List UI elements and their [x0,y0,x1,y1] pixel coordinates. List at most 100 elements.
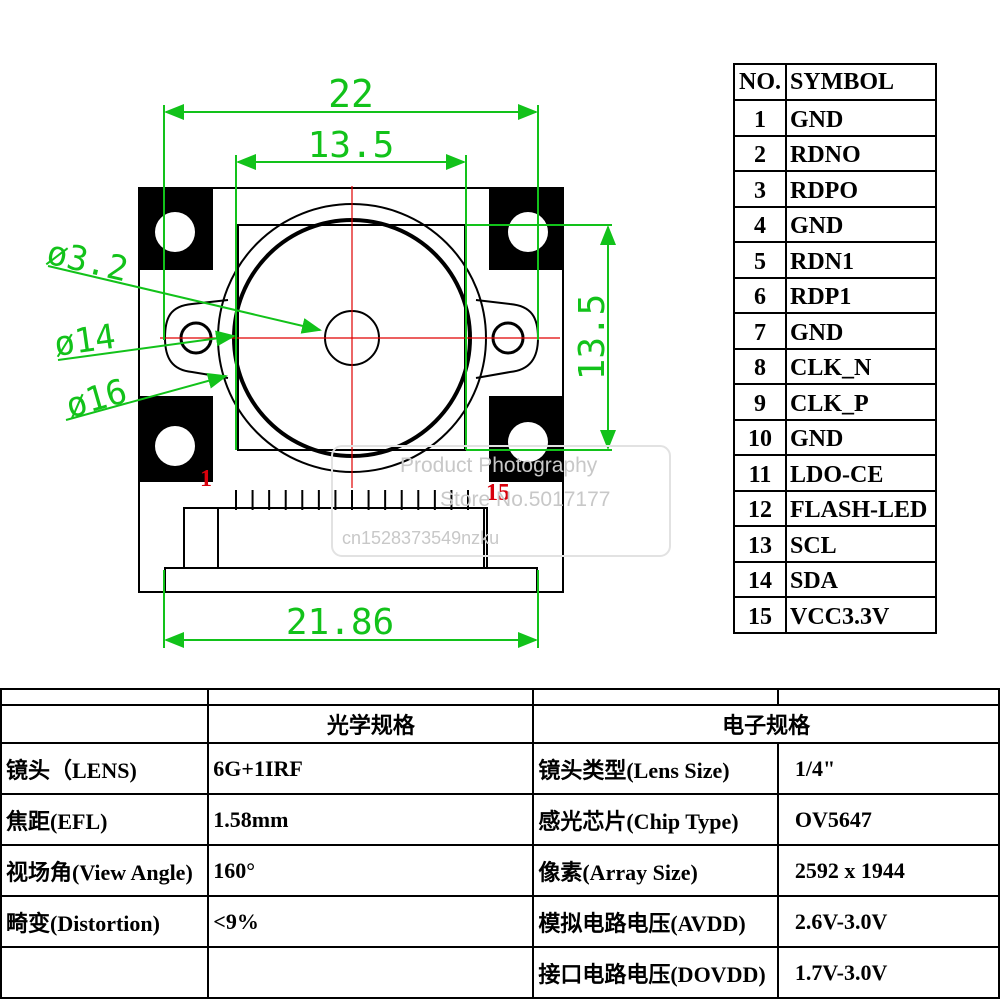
pin-number: 15 [733,596,787,634]
electrical-spec-value: 1.7V-3.0V [776,946,1000,999]
dim-lens-diameter-inner: ø14 [52,317,118,365]
electrical-spec-label: 感光芯片(Chip Type) [532,793,779,846]
electrical-spec-value: 2.6V-3.0V [776,895,1000,948]
dim-board-width-top: 22 [328,72,374,116]
connector-pins [235,490,469,510]
pin-symbol: VCC3.3V [785,596,937,634]
pin-symbol: RDPO [785,170,937,208]
dim-board-width-bottom: 21.86 [286,602,394,643]
optical-spec-label: 畸变(Distortion) [0,895,210,948]
pin-number: 3 [733,170,787,208]
pin-number: 1 [733,99,787,137]
spec-row: 视场角(View Angle)160°像素(Array Size)2592 x … [0,844,1000,897]
spec-row: 畸变(Distortion)<9%模拟电路电压(AVDD)2.6V-3.0V [0,895,1000,948]
optical-spec-label: 焦距(EFL) [0,793,210,846]
pin-symbol: CLK_P [785,383,937,421]
watermark-line-3: cn1528373549nzku [342,528,499,548]
pin-symbol: GND [785,99,937,137]
pin-number: 5 [733,241,787,279]
spec-row: 接口电路电压(DOVDD)1.7V-3.0V [0,946,1000,999]
electrical-spec-value: OV5647 [776,793,1000,846]
electrical-spec-header: 电子规格 [532,704,1000,744]
pin-symbol: GND [785,312,937,350]
electrical-spec-value: 2592 x 1944 [776,844,1000,897]
mounting-hole-bottom-left [139,396,213,482]
electrical-spec-label: 接口电路电压(DOVDD) [532,946,779,999]
pin-number: 7 [733,312,787,350]
dim-lens-diameter-outer: ø16 [61,371,131,426]
optical-spec-header: 光学规格 [207,704,535,744]
mounting-hole-bottom-right [489,396,563,482]
optical-spec-label: 视场角(View Angle) [0,844,210,897]
pin-number: 13 [733,525,787,563]
spec-table-header: 光学规格 电子规格 [0,704,1000,744]
optical-spec-label: 镜头（LENS) [0,742,210,795]
spec-table-top-row [0,688,1000,706]
pin-symbol: RDN1 [785,241,937,279]
pin-number: 4 [733,205,787,243]
electrical-spec-label: 像素(Array Size) [532,844,779,897]
electrical-spec-value: 1/4" [776,742,1000,795]
pin-number: 8 [733,347,787,385]
pin-header-symbol: SYMBOL [785,63,937,101]
optical-spec-value: <9% [207,895,535,948]
pin-number: 14 [733,560,787,598]
mounting-hole-top-right [489,188,563,270]
camera-module-drawing: 22 13.5 13.5 21.86 ø3.2 ø14 ø16 1 15 Pro… [43,72,671,648]
pin-symbol: SDA [785,560,937,598]
pin-header-no: NO. [733,63,787,101]
dimension-lines [47,104,616,648]
pin-symbol: FLASH-LED [785,489,937,527]
pin-number: 6 [733,276,787,314]
pin-symbol: RDNO [785,134,937,172]
pin-symbol: SCL [785,525,937,563]
dim-lens-holder-height: 13.5 [572,294,613,381]
dim-hole-diameter: ø3.2 [43,233,132,290]
optical-spec-value [207,946,535,999]
pin-number: 11 [733,454,787,492]
pin-symbol: LDO-CE [785,454,937,492]
pin-number: 12 [733,489,787,527]
electrical-spec-label: 模拟电路电压(AVDD) [532,895,779,948]
dimension-labels: 22 13.5 13.5 21.86 ø3.2 ø14 ø16 [43,72,613,643]
pin-symbol: RDP1 [785,276,937,314]
pin-number: 10 [733,418,787,456]
pin-symbol: CLK_N [785,347,937,385]
pin-symbol: GND [785,205,937,243]
pin-label-last: 15 [486,480,510,506]
pin-symbol: GND [785,418,937,456]
optical-spec-label [0,946,210,999]
pin-number: 9 [733,383,787,421]
electrical-spec-label: 镜头类型(Lens Size) [532,742,779,795]
pin-label-first: 1 [200,466,212,492]
pin-number: 2 [733,134,787,172]
optical-spec-value: 160° [207,844,535,897]
optical-spec-value: 6G+1IRF [207,742,535,795]
watermark: Product Photography Store No.5017177 cn1… [331,445,671,557]
pin-table-header: NO. SYMBOL [733,63,937,101]
dim-lens-holder-width: 13.5 [308,125,395,166]
watermark-line-1: Product Photography [400,454,598,477]
watermark-line-2: Store No.5017177 [440,488,610,511]
optical-spec-value: 1.58mm [207,793,535,846]
mounting-hole-top-left [139,188,213,270]
